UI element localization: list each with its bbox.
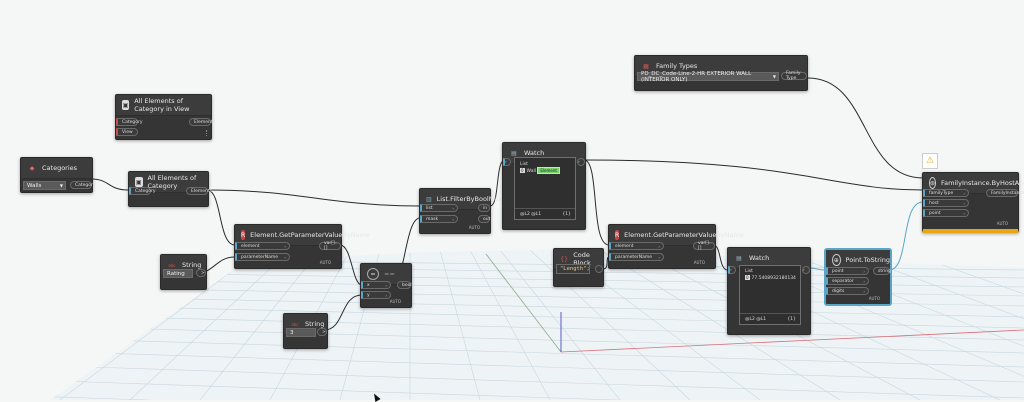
- node-family-types[interactable]: ▦Family Types PD_DC_Code-Line-2-HR EXTER…: [634, 55, 808, 91]
- node-title: All Elements of Category in View: [134, 97, 190, 113]
- lacing-indicator[interactable]: AUTO: [868, 296, 880, 301]
- input-port-point[interactable]: point›: [826, 267, 869, 275]
- node-point-to-string[interactable]: ⊕Point.ToString point› separator› digits…: [825, 249, 891, 305]
- lacing-indicator[interactable]: AUTO: [389, 299, 401, 304]
- revit-node-icon: R: [241, 230, 246, 240]
- output-port[interactable]: ›: [802, 266, 810, 274]
- lacing-indicator[interactable]: AUTO: [319, 260, 331, 265]
- watch-icon: ▤: [736, 254, 742, 262]
- input-port-host[interactable]: host›: [923, 199, 969, 207]
- category-dropdown[interactable]: Walls▼: [23, 181, 66, 190]
- output-port[interactable]: ›: [577, 158, 585, 166]
- output-port-elements[interactable]: Elements: [186, 187, 212, 195]
- list-icon: ▥: [426, 195, 432, 203]
- output-port-in[interactable]: in: [478, 204, 490, 212]
- node-all-elements-of-category[interactable]: ▣All Elements of Category Category Eleme…: [128, 171, 212, 207]
- watch-icon: ▤: [511, 149, 517, 157]
- chevron-down-icon: ▼: [59, 183, 63, 188]
- revit-node-icon: R: [615, 230, 620, 240]
- revit-node-icon: ▣: [122, 100, 130, 110]
- category-icon: ◆: [29, 164, 35, 172]
- node-code-block[interactable]: {}Code Block "Length";: [553, 248, 604, 287]
- input-port-y[interactable]: y›: [361, 291, 391, 299]
- string-icon: abc: [291, 321, 299, 327]
- output-port-var[interactable]: var[]..[]: [693, 241, 715, 251]
- node-family-instance-by-host-and-point[interactable]: ⊛FamilyInstance.ByHostAndPoint familyTyp…: [922, 172, 1024, 233]
- lacing-indicator[interactable]: AUTO: [996, 221, 1008, 226]
- family-types-icon: ▦: [643, 62, 649, 70]
- output-port-var[interactable]: var[]..[]: [319, 241, 341, 251]
- input-port-element[interactable]: element›: [609, 242, 664, 250]
- output-port-category[interactable]: Category: [70, 181, 96, 189]
- lacing-indicator[interactable]: AUTO: [468, 225, 480, 230]
- output-port-family-type[interactable]: Family Type: [781, 71, 807, 81]
- string-input-rating[interactable]: Rating: [163, 269, 193, 278]
- input-port-list[interactable]: list›: [420, 204, 458, 212]
- input-port-parametername[interactable]: parameterName›: [609, 253, 664, 261]
- input-port-point[interactable]: point›: [923, 209, 969, 217]
- output-port-string[interactable]: string: [873, 267, 891, 275]
- output-port-out[interactable]: out: [478, 215, 490, 223]
- node-equals[interactable]: === x› y› bool AUTO: [360, 263, 412, 308]
- warning-icon[interactable]: ⚠: [922, 153, 938, 169]
- resize-grip[interactable]: [206, 130, 208, 136]
- family-type-dropdown[interactable]: PD_DC_Code-Line-2-HR EXTERIOR WALL (INTE…: [637, 71, 779, 83]
- point-icon: ⊕: [832, 254, 841, 266]
- input-port-mask[interactable]: mask›: [420, 215, 458, 223]
- output-port[interactable]: >: [317, 328, 327, 336]
- input-port-familytype[interactable]: familyType›: [923, 189, 969, 197]
- family-instance-icon: ⊛: [929, 177, 937, 189]
- input-port-element[interactable]: element›: [235, 242, 290, 250]
- lacing-indicator[interactable]: AUTO: [693, 260, 705, 265]
- input-port-category[interactable]: Category: [116, 118, 143, 126]
- output-port[interactable]: >: [196, 269, 206, 277]
- output-port[interactable]: [595, 265, 603, 273]
- output-port-elements[interactable]: Elements: [189, 118, 215, 126]
- input-port-digits[interactable]: digits›: [826, 287, 869, 295]
- code-editor[interactable]: "Length";: [556, 264, 590, 274]
- string-icon: abc: [168, 262, 176, 268]
- y-axis-line: [485, 253, 562, 353]
- code-block-icon: {}: [560, 255, 568, 263]
- node-filter-by-bool-mask[interactable]: ▥List.FilterByBoolMask list› mask› in ou…: [419, 188, 505, 234]
- input-port-category[interactable]: Category: [129, 187, 156, 195]
- output-port-familyinstance[interactable]: FamilyInstance: [986, 189, 1024, 197]
- input-port-view[interactable]: View: [116, 128, 138, 136]
- revit-node-icon: ▣: [135, 177, 143, 187]
- input-port-parametername[interactable]: parameterName›: [235, 253, 290, 261]
- node-all-elements-in-view[interactable]: ▣ All Elements of Category in View Catego…: [115, 94, 215, 140]
- string-input-3[interactable]: 3: [286, 328, 316, 337]
- equals-icon: =: [367, 268, 379, 280]
- input-port-separator[interactable]: separator›: [826, 277, 869, 285]
- x-axis-line: [560, 329, 1024, 353]
- output-port-bool[interactable]: bool: [397, 281, 412, 289]
- node-categories[interactable]: ◆Categories Walls▼ Category: [20, 157, 96, 193]
- input-port[interactable]: ›: [503, 158, 511, 166]
- input-port[interactable]: ›: [728, 266, 736, 274]
- input-port-x[interactable]: x›: [361, 281, 391, 289]
- chevron-down-icon: ▼: [772, 74, 776, 79]
